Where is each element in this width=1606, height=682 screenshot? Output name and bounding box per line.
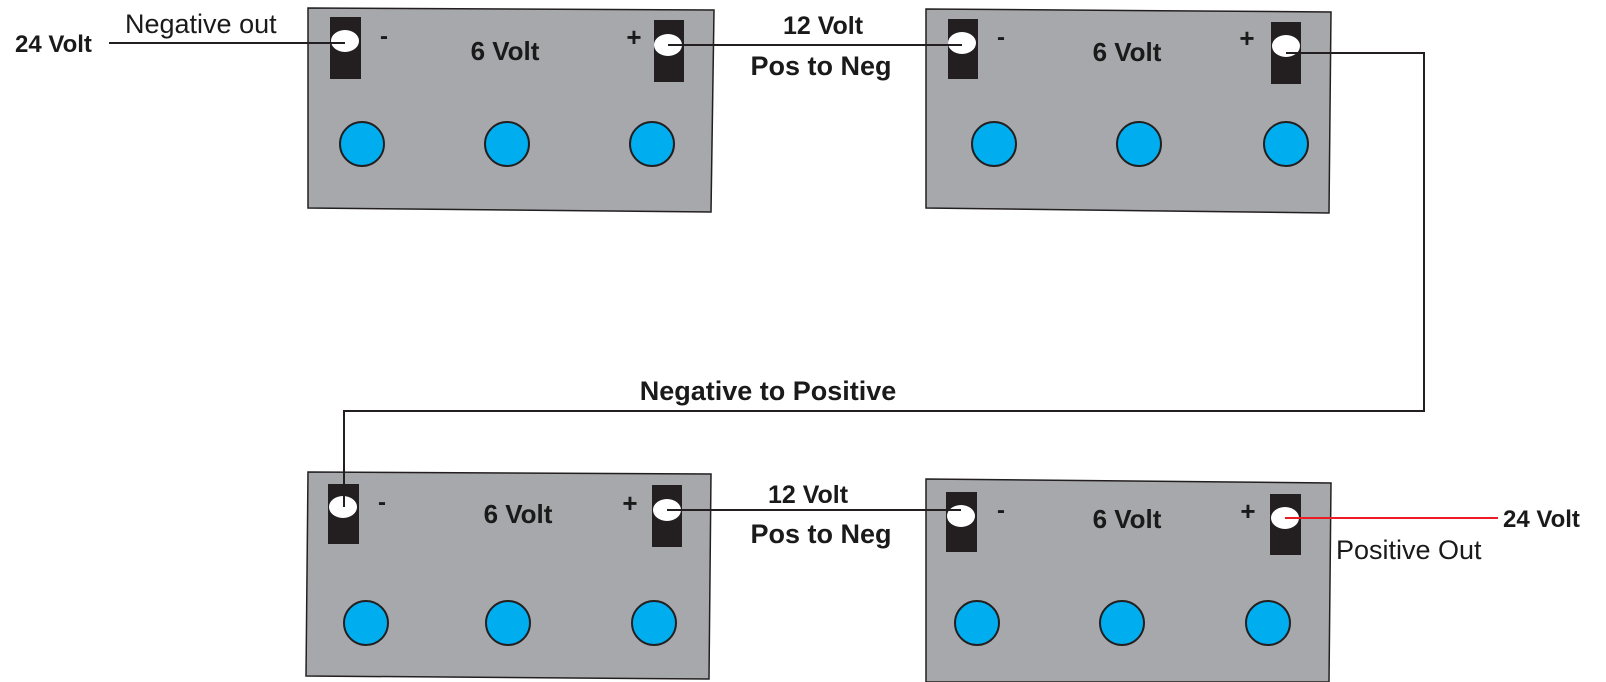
negative-sign: -: [378, 489, 386, 516]
positive-sign: +: [1240, 496, 1255, 526]
label-top-12-volt: 12 Volt: [783, 12, 864, 40]
cell-cap: [631, 600, 677, 646]
cell-cap: [1099, 600, 1145, 646]
positive-terminal: [654, 20, 684, 82]
cell-cap: [1245, 600, 1291, 646]
positive-sign: +: [1239, 23, 1254, 53]
cell-cap: [343, 600, 389, 646]
label-bottom-12-volt: 12 Volt: [768, 481, 849, 509]
battery-label: 6 Volt: [1093, 37, 1162, 67]
label-top-left-24-volt: 24 Volt: [15, 31, 92, 58]
cell-cap: [1263, 121, 1309, 167]
positive-sign: +: [622, 488, 637, 518]
battery-body: [305, 471, 712, 680]
battery-top-right: - + 6 Volt: [925, 8, 1332, 214]
cell-cap: [339, 121, 385, 167]
label-bottom-right-24-volt: 24 Volt: [1503, 506, 1580, 533]
battery-label: 6 Volt: [1093, 504, 1162, 534]
negative-terminal: [330, 17, 361, 79]
battery-label: 6 Volt: [484, 499, 553, 529]
positive-sign: +: [626, 22, 641, 52]
battery-body: [307, 7, 715, 213]
cell-cap: [629, 121, 675, 167]
label-bottom-pos-to-neg: Pos to Neg: [750, 519, 891, 549]
negative-sign: -: [380, 23, 388, 50]
label-positive-out: Positive Out: [1336, 535, 1482, 565]
cell-cap: [485, 600, 531, 646]
battery-body: [925, 478, 1332, 682]
negative-terminal: [946, 492, 977, 552]
negative-sign: -: [997, 24, 1005, 51]
cell-cap: [971, 121, 1017, 167]
battery-label: 6 Volt: [471, 36, 540, 66]
label-negative-to-positive: Negative to Positive: [640, 376, 897, 406]
cell-cap: [1116, 121, 1162, 167]
battery-body: [925, 8, 1332, 214]
positive-terminal: [652, 485, 682, 547]
label-top-pos-to-neg: Pos to Neg: [750, 51, 891, 81]
battery-top-left: - + 6 Volt: [307, 7, 715, 213]
battery-bottom-left: - + 6 Volt: [305, 471, 712, 680]
wire-negative-to-positive: [343, 52, 1425, 507]
label-negative-out: Negative out: [125, 9, 277, 39]
cell-cap: [954, 600, 1000, 646]
negative-sign: -: [997, 497, 1005, 524]
positive-terminal: [1270, 494, 1301, 555]
negative-terminal: [948, 19, 978, 79]
cell-cap: [484, 121, 530, 167]
battery-bottom-right: - + 6 Volt: [925, 478, 1332, 682]
